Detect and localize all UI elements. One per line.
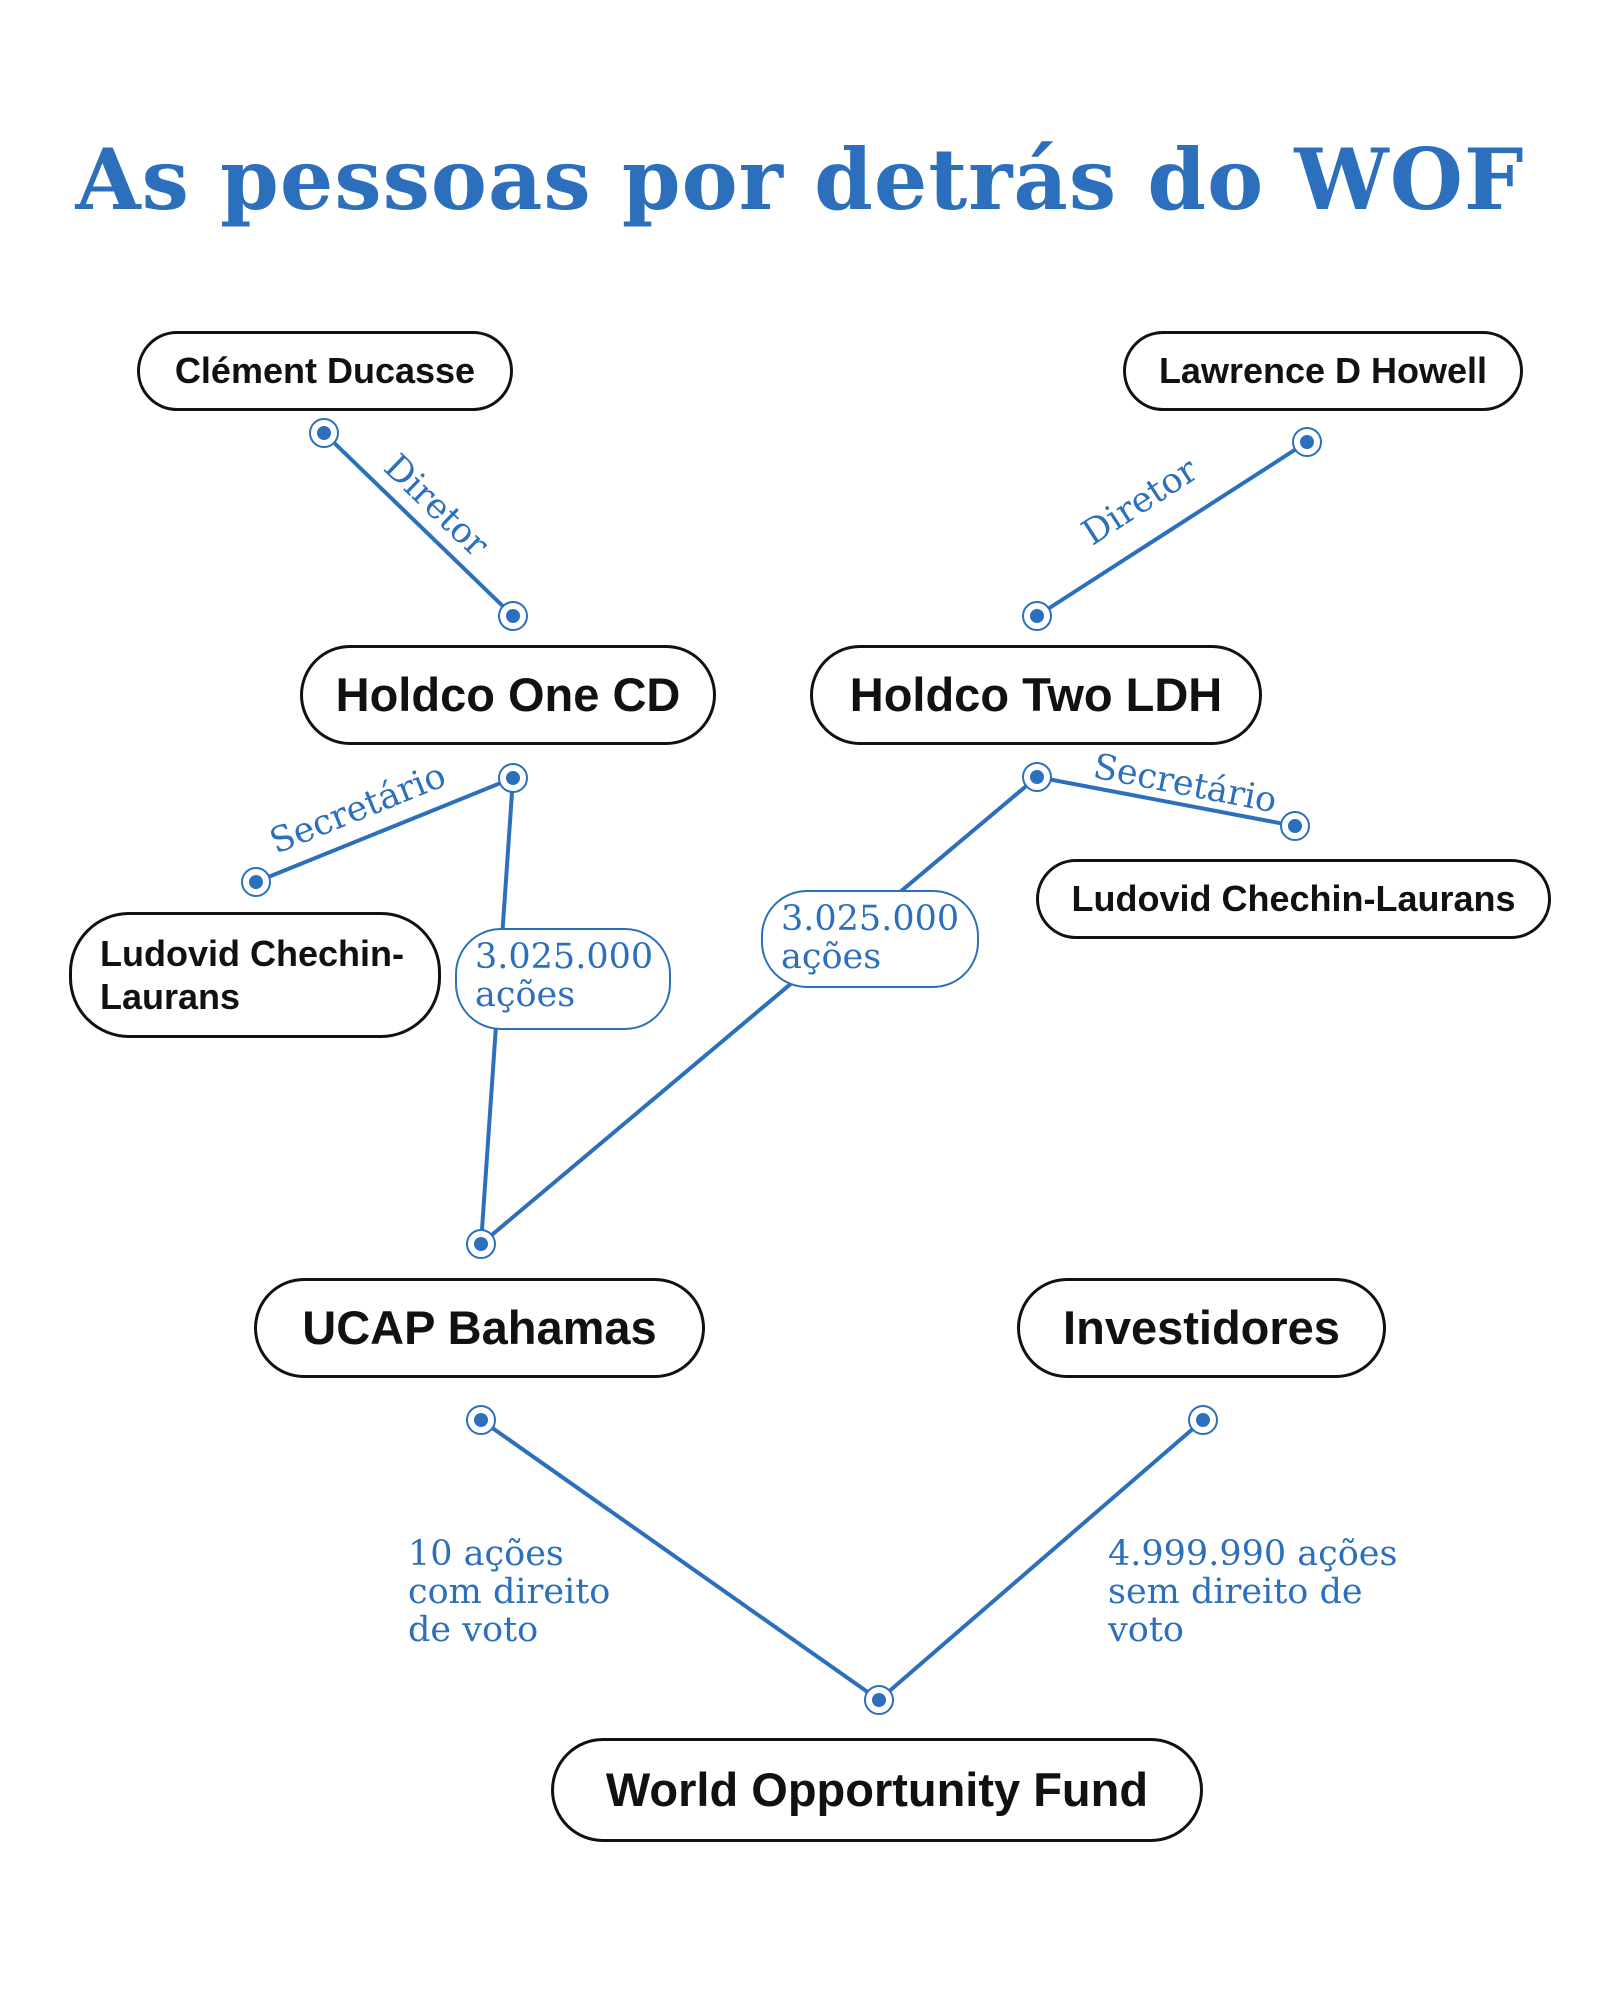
edge-label-shares-holdco-two: 3.025.000 ações bbox=[761, 890, 979, 988]
node-holdco-one-cd: Holdco One CD bbox=[300, 645, 716, 745]
node-clement-ducasse: Clément Ducasse bbox=[137, 331, 513, 411]
link-lawrence-holdco-two bbox=[1035, 440, 1309, 618]
node-ludovid-chechin-laurans-right: Ludovid Chechin-Laurans bbox=[1036, 859, 1551, 939]
link-holdco-two-ucap bbox=[479, 775, 1039, 1246]
edge-label-non-voting-shares: 4.999.990 ações sem direito de voto bbox=[1108, 1534, 1398, 1650]
node-ludovid-chechin-laurans-left: Ludovid Chechin-Laurans bbox=[69, 912, 441, 1038]
link-holdco-one-ludovid bbox=[254, 776, 515, 884]
node-ucap-bahamas: UCAP Bahamas bbox=[254, 1278, 705, 1378]
link-investidores-wof bbox=[877, 1418, 1205, 1702]
edge-label-voting-shares: 10 ações com direito de voto bbox=[408, 1534, 611, 1650]
link-clement-holdco-one bbox=[322, 431, 515, 618]
node-lawrence-d-howell: Lawrence D Howell bbox=[1123, 331, 1523, 411]
edge-label-shares-holdco-one: 3.025.000 ações bbox=[455, 928, 671, 1030]
link-holdco-two-ludovid bbox=[1035, 775, 1297, 828]
node-holdco-two-ldh: Holdco Two LDH bbox=[810, 645, 1262, 745]
node-investidores: Investidores bbox=[1017, 1278, 1386, 1378]
node-world-opportunity-fund: World Opportunity Fund bbox=[551, 1738, 1203, 1842]
diagram-title: As pessoas por detrás do WOF bbox=[75, 130, 1525, 229]
link-ucap-wof bbox=[479, 1418, 881, 1702]
